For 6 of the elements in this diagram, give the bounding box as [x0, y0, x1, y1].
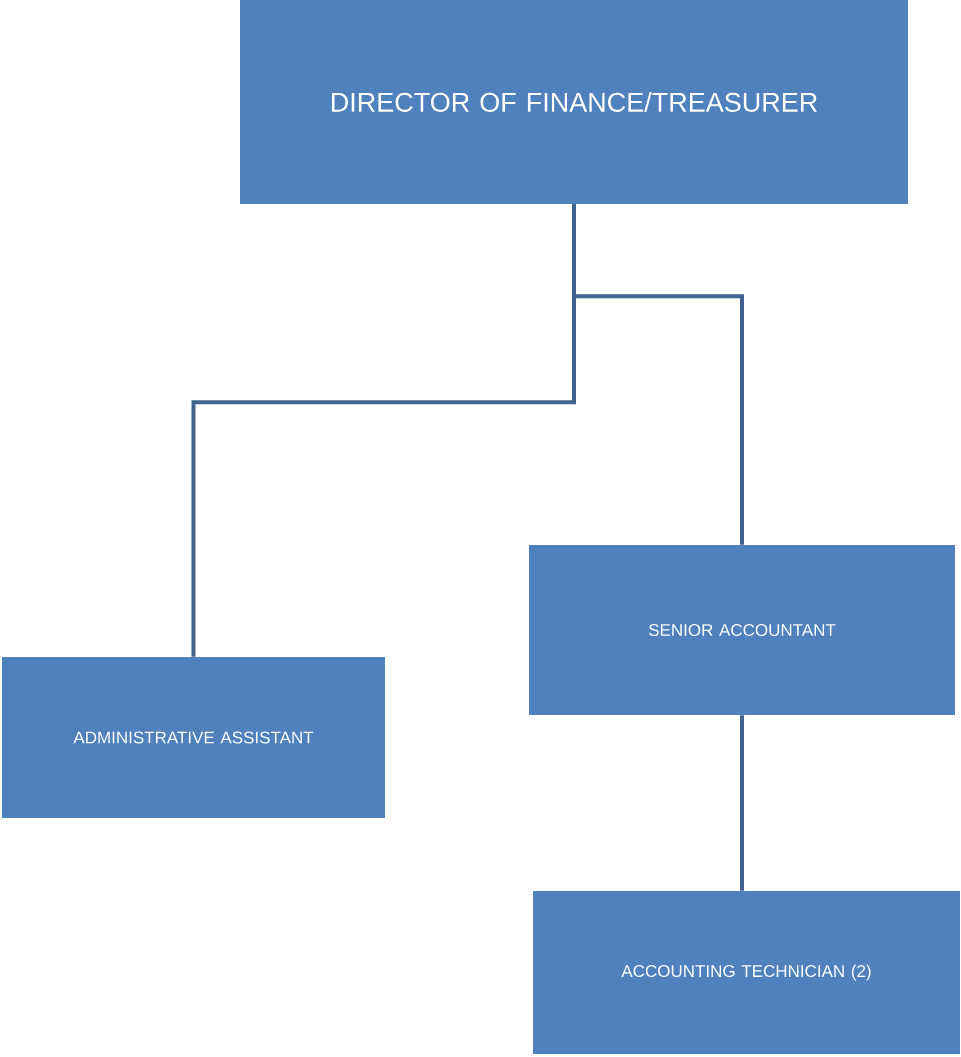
connector-line [572, 204, 744, 545]
role-box: ACCOUNTING TECHNICIAN (2) [533, 891, 960, 1054]
connector-line [740, 715, 744, 891]
role-box: ADMINISTRATIVE ASSISTANT [2, 657, 385, 818]
role-box: DIRECTOR OF FINANCE/TREASURER [240, 0, 908, 204]
role-box: SENIOR ACCOUNTANT [529, 545, 955, 715]
